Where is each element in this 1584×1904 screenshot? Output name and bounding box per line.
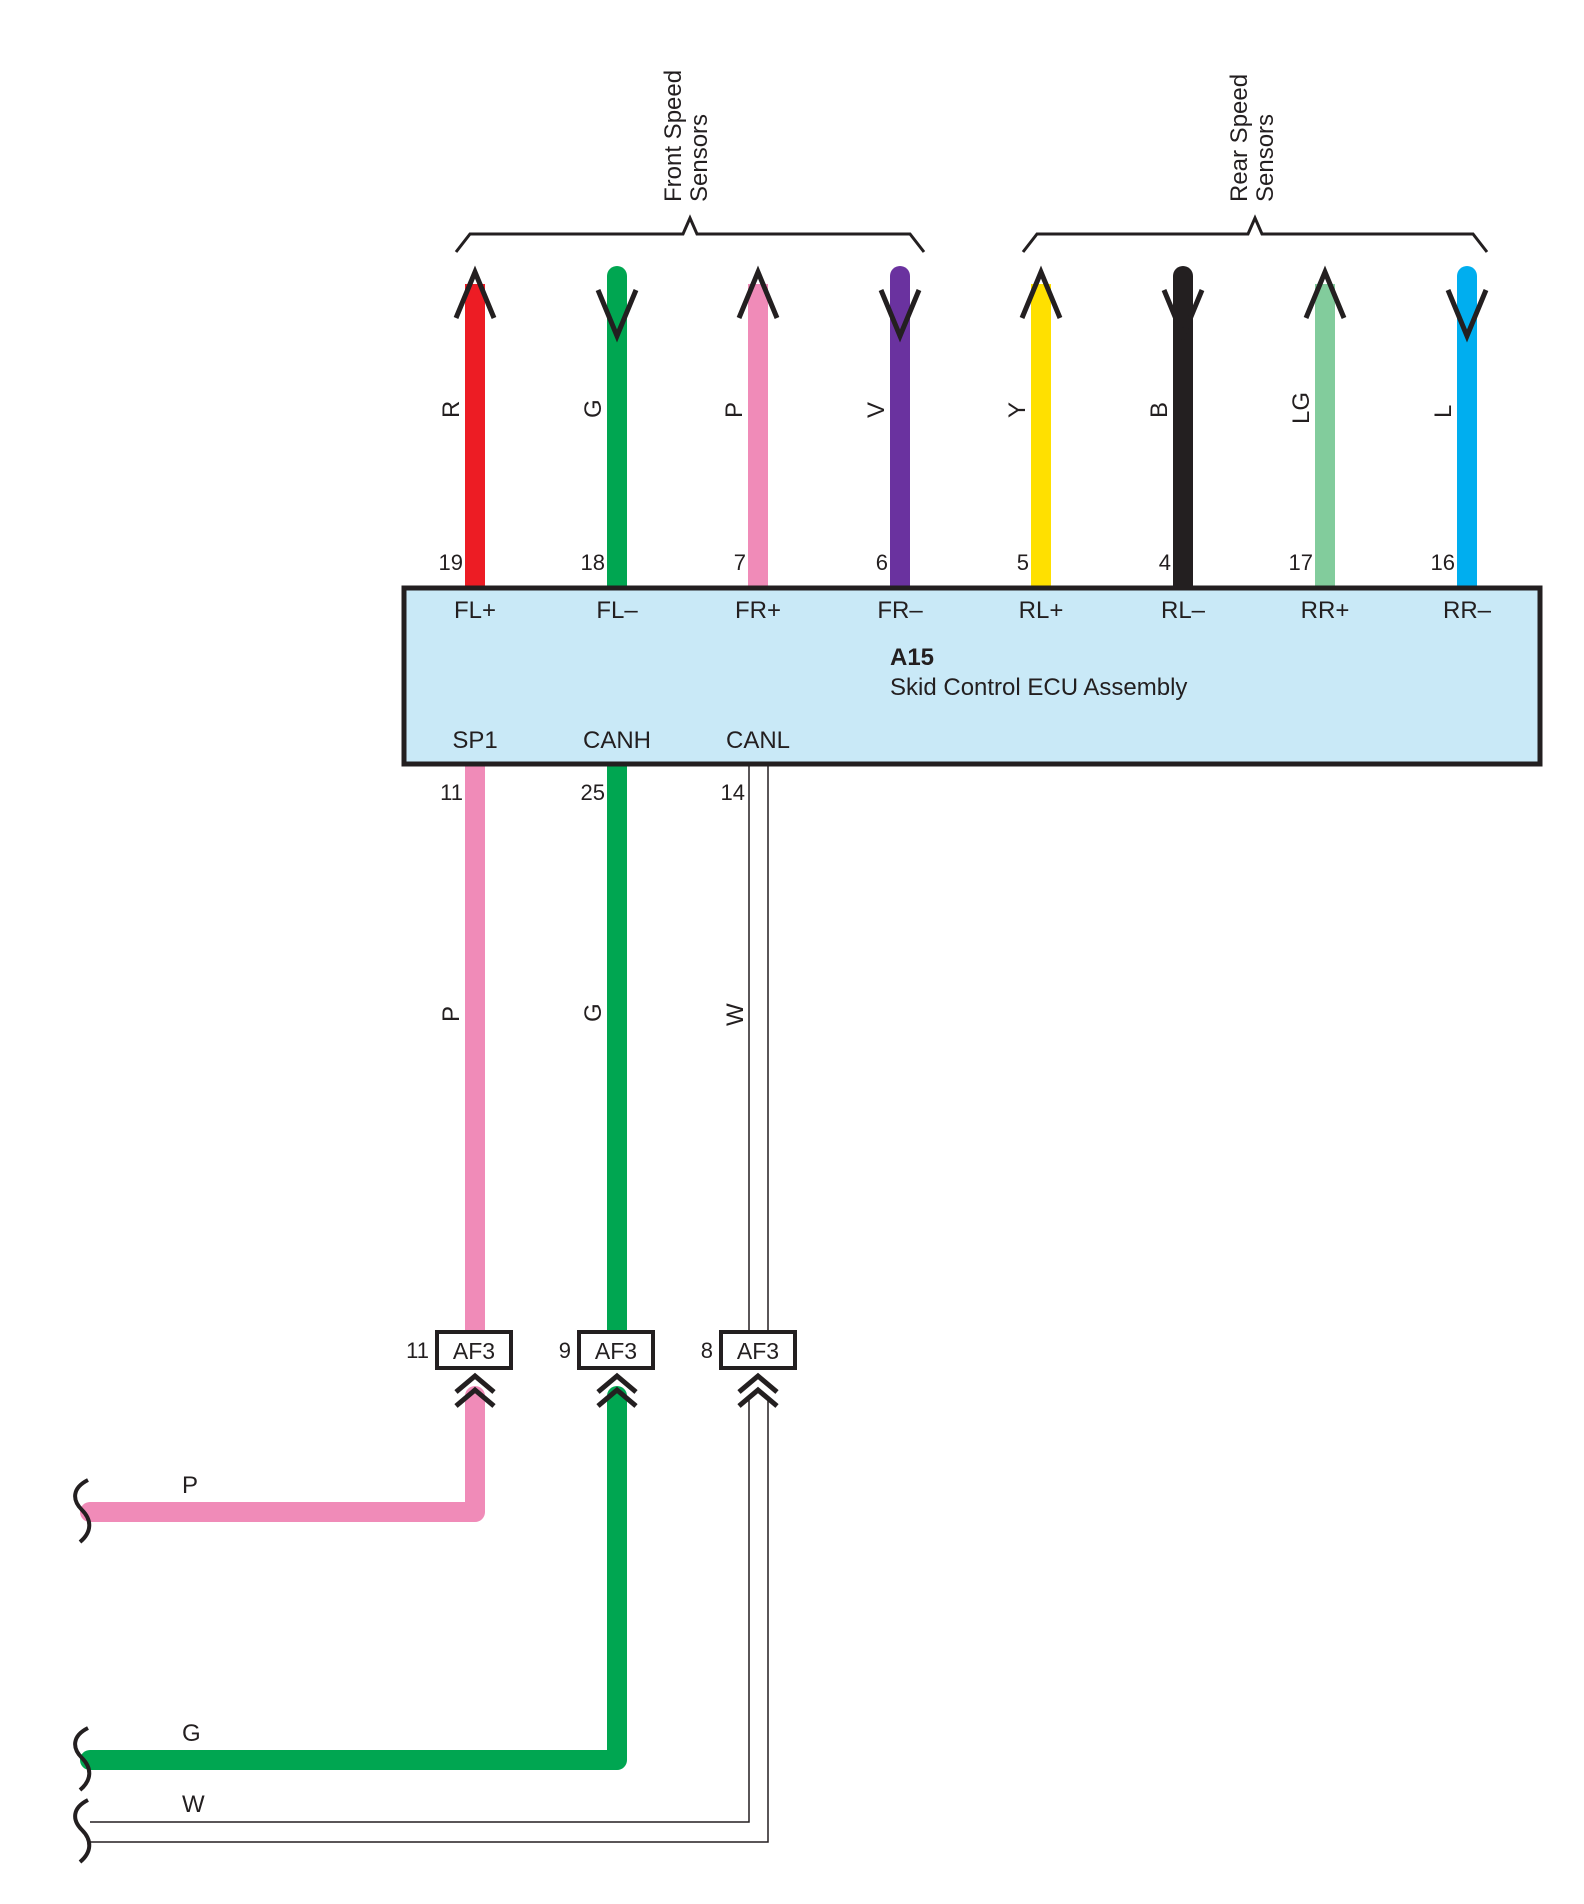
wire-code: G [580, 399, 607, 418]
wire-canh [80, 765, 627, 1770]
connector-pin: 11 [406, 1338, 429, 1363]
connector-box [719, 1330, 797, 1370]
pin-number: 17 [1289, 550, 1313, 575]
left-wire-code-g: G [182, 1720, 201, 1747]
wire-fl-minus: G 18 [580, 266, 639, 596]
arrow-up-icon [736, 265, 780, 319]
rear-group-label-line2: Sensors [1252, 114, 1279, 202]
arrow-down-icon [1161, 289, 1205, 343]
wire-fr-minus: V 6 [863, 266, 922, 596]
signal-label-rl-plus: RL+ [1019, 597, 1064, 624]
left-wire-code-w: W [182, 1791, 205, 1818]
pin-number: 7 [734, 550, 746, 575]
connector-af3-canh: AF3 9 [559, 1330, 655, 1408]
left-wire-code-p: P [182, 1472, 198, 1499]
wire-code-canh: G [580, 1003, 607, 1022]
signal-label-fl-minus: FL– [596, 597, 638, 624]
signal-label-rr-minus: RR– [1443, 597, 1492, 624]
wire-line-lower [80, 1386, 485, 1522]
rear-group-label-line1: Rear Speed [1226, 74, 1253, 202]
wire-outline-outer-lower [90, 1396, 769, 1843]
connector-box [435, 1330, 513, 1370]
signal-label-canh: CANH [583, 727, 651, 754]
wire-canl [90, 765, 769, 1843]
ecu-name: Skid Control ECU Assembly [890, 674, 1187, 701]
wire-break-icon [73, 1726, 92, 1792]
wire-break-icon [73, 1798, 92, 1864]
connector-af3-sp1: AF3 11 [406, 1330, 513, 1408]
wire-break-icon [73, 1478, 92, 1544]
arrow-up-icon [1019, 265, 1063, 319]
arrow-up-icon [453, 265, 497, 319]
signal-label-rl-minus: RL– [1161, 597, 1206, 624]
wire-line-lower [80, 1386, 627, 1770]
signal-label-sp1: SP1 [452, 727, 497, 754]
rear-sensors-group: Rear Speed Sensors [1021, 74, 1489, 253]
connector-pin: 8 [701, 1338, 713, 1363]
wire-code: B [1146, 402, 1173, 418]
pin-number-canh: 25 [581, 780, 605, 805]
chevron-up-icon [596, 1372, 638, 1394]
arrow-down-icon [1445, 289, 1489, 343]
ecu-box: FL+ FL– FR+ FR– RL+ RL– RR+ RR– A15 Skid… [401, 585, 1543, 767]
signal-label-fr-plus: FR+ [735, 597, 781, 624]
wire-code: R [438, 401, 465, 418]
signal-label-rr-plus: RR+ [1301, 597, 1350, 624]
wire-code: LG [1288, 392, 1315, 424]
wire-fl-plus: R 19 [438, 265, 497, 586]
pin-number: 5 [1017, 550, 1029, 575]
rear-brace [1021, 214, 1489, 253]
ecu-id: A15 [890, 644, 934, 671]
chevron-up-icon [596, 1386, 638, 1408]
connector-box [577, 1330, 655, 1370]
connector-label: AF3 [453, 1338, 495, 1364]
arrow-up-icon [1303, 265, 1347, 319]
pin-number: 18 [581, 550, 605, 575]
wire-code: P [721, 402, 748, 418]
connector-af3-canl: AF3 8 [701, 1330, 797, 1408]
wire-code-sp1: P [438, 1006, 465, 1022]
front-group-label-line2: Sensors [686, 114, 713, 202]
front-group-label-line1: Front Speed [660, 70, 687, 202]
front-brace [454, 214, 926, 253]
pin-number-sp1: 11 [440, 780, 463, 805]
pin-number: 6 [876, 550, 888, 575]
wire-rr-plus: LG 17 [1288, 265, 1347, 586]
wire-code: Y [1004, 402, 1031, 418]
pin-number: 16 [1431, 550, 1455, 575]
wire-rl-minus: B 4 [1146, 266, 1205, 596]
wire-rr-minus: L 16 [1430, 266, 1489, 596]
pin-number: 19 [439, 550, 463, 575]
wire-sp1 [80, 765, 485, 1522]
chevron-up-icon [737, 1386, 779, 1408]
wire-outline-inner-lower [90, 1396, 750, 1823]
arrow-down-icon [878, 289, 922, 343]
connector-label: AF3 [737, 1338, 779, 1364]
chevron-up-icon [454, 1386, 496, 1408]
wire-code: V [863, 402, 890, 418]
wire-fr-plus: P 7 [721, 265, 780, 586]
ecu-rect [401, 585, 1543, 767]
wire-code-canl: W [722, 1003, 749, 1026]
wire-rl-plus: Y 5 [1004, 265, 1063, 586]
pin-number-canl: 14 [721, 780, 745, 805]
connector-label: AF3 [595, 1338, 637, 1364]
arrow-down-icon [595, 289, 639, 343]
signal-label-canl: CANL [726, 727, 790, 754]
signal-label-fr-minus: FR– [877, 597, 923, 624]
pin-number: 4 [1159, 550, 1171, 575]
front-sensors-group: Front Speed Sensors [454, 70, 926, 253]
chevron-up-icon [737, 1372, 779, 1394]
signal-label-fl-plus: FL+ [454, 597, 496, 624]
wire-code: L [1430, 405, 1457, 418]
chevron-up-icon [454, 1372, 496, 1394]
connector-pin: 9 [559, 1338, 571, 1363]
